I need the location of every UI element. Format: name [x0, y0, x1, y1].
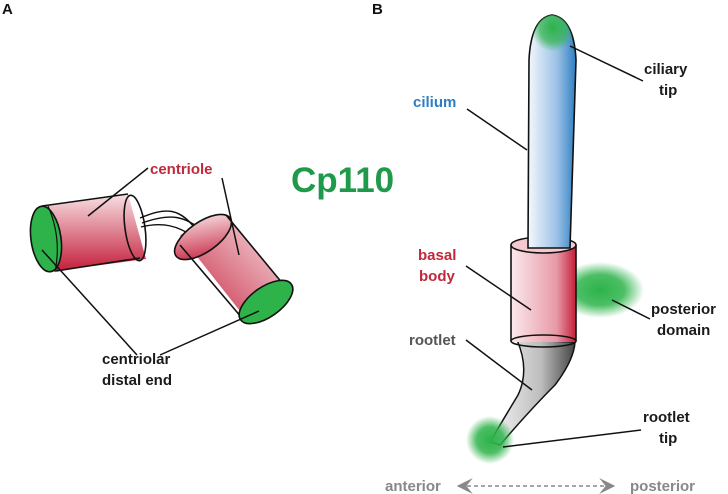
ciliary-tip-label-line2: tip [659, 82, 677, 99]
axis-anterior-label: anterior [385, 478, 441, 494]
panel-b-letter: B [372, 1, 383, 18]
ciliary-tip-signal [533, 15, 573, 54]
posterior-domain-signal [556, 262, 644, 318]
anterior-posterior-axis: anterior posterior [385, 478, 695, 494]
cilium-label: cilium [413, 94, 456, 111]
basal-body-label-line2: body [419, 268, 455, 285]
cilium [527, 14, 577, 249]
rootlet-tip-label-line1: rootlet [643, 409, 690, 426]
ciliary-tip-label-line1: ciliary [644, 61, 688, 78]
posterior-domain-label-line2: domain [657, 322, 710, 339]
centriole-right-proximal-end [173, 213, 233, 261]
rootlet-tip-label-line2: tip [659, 430, 677, 447]
protein-name: Cp110 [291, 161, 394, 200]
panel-a-letter: A [2, 1, 13, 18]
panel-a-leader-lines [41, 167, 260, 356]
distal-end-label-line2: distal end [102, 372, 172, 389]
centriole-label: centriole [150, 161, 213, 178]
centriole-right [173, 213, 294, 325]
rootlet-tip-signal [466, 416, 514, 464]
basal-body-label-line1: basal [418, 247, 456, 264]
panel-b-leader-lines [465, 45, 651, 448]
centriole-left [29, 193, 147, 273]
rootlet-label: rootlet [409, 332, 456, 349]
axis-posterior-label: posterior [630, 478, 695, 494]
distal-end-label-line1: centriolar [102, 351, 171, 368]
basal-body [510, 236, 577, 348]
posterior-domain-label-line1: posterior [651, 301, 716, 318]
